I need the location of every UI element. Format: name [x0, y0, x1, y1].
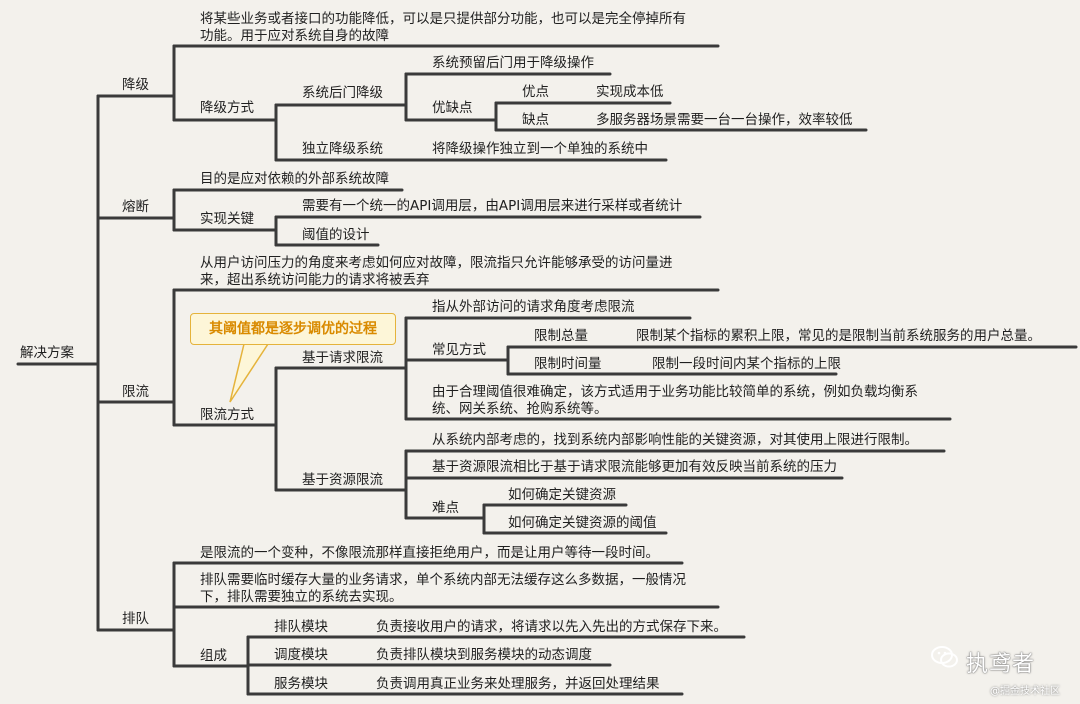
circuit-desc[interactable]: 目的是应对依赖的外部系统故障	[200, 171, 389, 187]
difficulty-1[interactable]: 如何确定关键资源	[508, 487, 616, 503]
limit-total-text[interactable]: 限制某个指标的累积上限，常见的是限制当前系统服务的用户总量。	[636, 328, 1041, 344]
node-independent[interactable]: 独立降级系统	[302, 141, 383, 157]
node-limit[interactable]: 限流	[122, 384, 149, 400]
queue-module-text[interactable]: 负责接收用户的请求，将请求以先入先出的方式保存下来。	[376, 619, 727, 635]
wechat-icon	[931, 646, 958, 668]
threshold-callout: 其阈值都是逐步调优的过程	[190, 313, 396, 345]
node-pro[interactable]: 优点	[522, 84, 549, 100]
con-text[interactable]: 多服务器场景需要一台一台操作，效率较低	[596, 112, 853, 128]
difficulty-2[interactable]: 如何确定关键资源的阈值	[508, 515, 657, 531]
node-queue-module[interactable]: 排队模块	[274, 619, 328, 635]
node-request-limit[interactable]: 基于请求限流	[302, 350, 383, 366]
node-schedule-module[interactable]: 调度模块	[274, 647, 328, 663]
limit-time-text[interactable]: 限制一段时间内某个指标的上限	[652, 356, 841, 372]
resource-limit-desc[interactable]: 从系统内部考虑的，找到系统内部影响性能的关键资源，对其使用上限进行限制。	[432, 432, 918, 448]
watermark-site: @掘金技术社区	[990, 686, 1060, 697]
node-resource-limit[interactable]: 基于资源限流	[302, 472, 383, 488]
node-limit-total[interactable]: 限制总量	[534, 328, 588, 344]
node-con[interactable]: 缺点	[522, 112, 549, 128]
node-circuit-key[interactable]: 实现关键	[200, 211, 254, 227]
request-limit-desc[interactable]: 指从外部访问的请求角度考虑限流	[432, 299, 635, 315]
node-backdoor[interactable]: 系统后门降级	[302, 85, 383, 101]
node-common-methods[interactable]: 常见方式	[432, 342, 486, 358]
node-circuit[interactable]: 熔断	[122, 199, 149, 215]
resource-limit-compare[interactable]: 基于资源限流相比于基于请求限流能够更加有效反映当前系统的压力	[432, 459, 837, 475]
root-node[interactable]: 解决方案	[20, 345, 74, 361]
limit-desc[interactable]: 从用户访问压力的角度来考虑如何应对故障，限流指只允许能够承受的访问量进来，超出系…	[200, 255, 673, 288]
circuit-key-1[interactable]: 需要有一个统一的API调用层，由API调用层来进行采样或者统计	[302, 198, 683, 214]
request-limit-note[interactable]: 由于合理阈值很难确定，该方式适用于业务功能比较简单的系统，例如负载均衡系统、网关…	[432, 384, 918, 417]
degrade-desc[interactable]: 将某些业务或者接口的功能降低，可以是只提供部分功能，也可以是完全停掉所有功能。用…	[200, 11, 686, 44]
pro-text[interactable]: 实现成本低	[596, 84, 664, 100]
node-limit-method[interactable]: 限流方式	[200, 407, 254, 423]
queue-desc-1[interactable]: 是限流的一个变种，不像限流那样直接拒绝用户，而是让用户等待一段时间。	[200, 545, 659, 561]
circuit-key-2[interactable]: 阈值的设计	[302, 227, 370, 243]
service-module-text[interactable]: 负责调用真正业务来处理服务，并返回处理结果	[376, 676, 660, 692]
schedule-module-text[interactable]: 负责排队模块到服务模块的动态调度	[376, 647, 592, 663]
independent-text[interactable]: 将降级操作独立到一个单独的系统中	[432, 141, 648, 157]
node-difficulty[interactable]: 难点	[432, 500, 459, 516]
node-service-module[interactable]: 服务模块	[274, 676, 328, 692]
node-degrade[interactable]: 降级	[122, 77, 149, 93]
queue-desc-2[interactable]: 排队需要临时缓存大量的业务请求，单个系统内部无法缓存这么多数据，一般情况下，排队…	[200, 572, 686, 605]
backdoor-reserve[interactable]: 系统预留后门用于降级操作	[432, 55, 594, 71]
node-degrade-method[interactable]: 降级方式	[200, 100, 254, 116]
watermark-brand: 执鸢者	[966, 652, 1036, 677]
node-queue[interactable]: 排队	[122, 611, 149, 627]
node-limit-time[interactable]: 限制时间量	[534, 356, 602, 372]
node-compose[interactable]: 组成	[200, 648, 227, 664]
node-pros-cons[interactable]: 优缺点	[432, 100, 473, 116]
